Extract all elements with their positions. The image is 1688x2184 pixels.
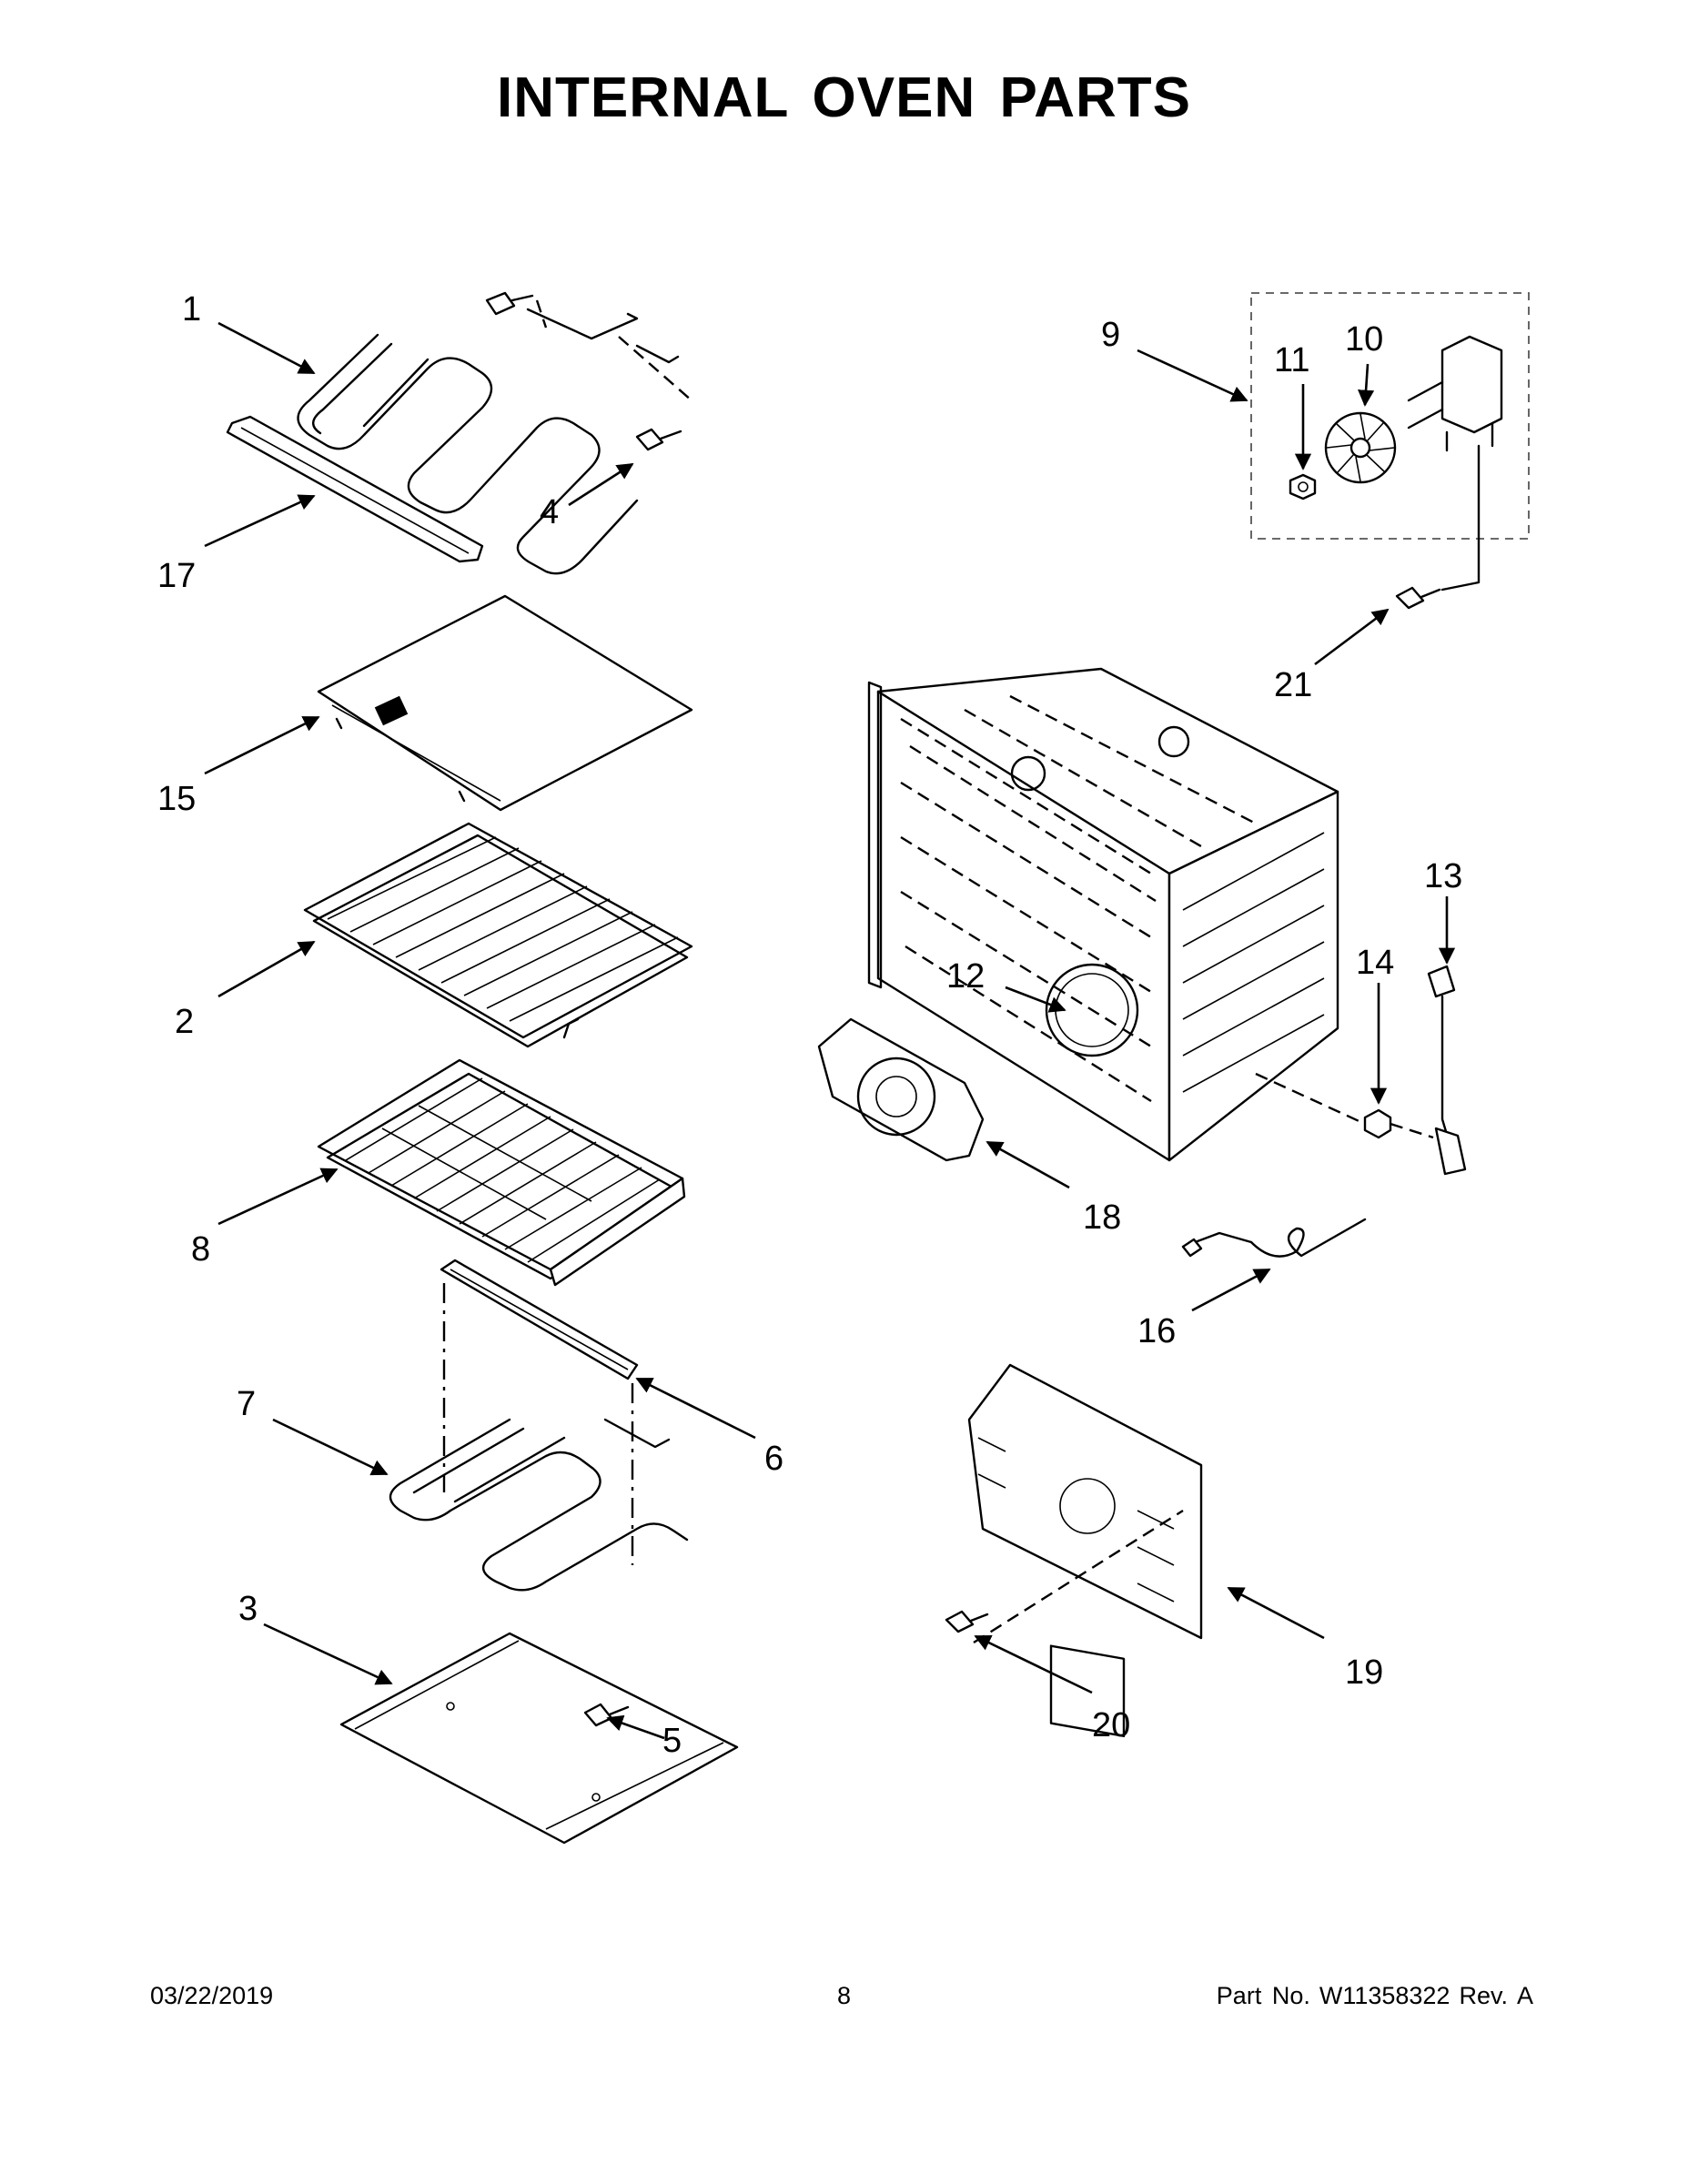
part-15-heat-shield xyxy=(317,594,693,812)
part-3-lower-panel xyxy=(339,1632,739,1845)
callout-8: 8 xyxy=(191,1230,210,1269)
callout-14: 14 xyxy=(1356,944,1394,982)
callout-1: 1 xyxy=(182,290,201,329)
part-6-element-cover xyxy=(440,1259,639,1565)
page-title: INTERNAL OVEN PARTS xyxy=(497,66,1191,129)
callout-13: 13 xyxy=(1424,857,1462,895)
part-19-rear-panel xyxy=(967,1363,1203,1737)
callout-18: 18 xyxy=(1083,1198,1121,1237)
callout-labels: 1 2 3 4 5 6 7 8 9 10 11 12 13 14 15 16 1… xyxy=(157,290,1462,1760)
callout-6: 6 xyxy=(764,1440,783,1478)
callout-2: 2 xyxy=(175,1003,194,1041)
footer-part-info: Part No. W11358322 Rev. A xyxy=(1208,1982,1533,2010)
callout-9: 9 xyxy=(1101,316,1120,354)
part-1-broil-element xyxy=(297,299,692,575)
callout-20: 20 xyxy=(1092,1706,1130,1744)
part-10-fan-blade xyxy=(1324,411,1397,484)
part-14-nut xyxy=(1255,1072,1434,1139)
part-9-motor-assembly-frame xyxy=(1250,292,1530,540)
screw-top xyxy=(485,291,534,316)
callout-12: 12 xyxy=(946,957,985,996)
callout-7: 7 xyxy=(237,1385,256,1423)
oven-cavity xyxy=(867,667,1339,1162)
fan-motor xyxy=(1407,335,1503,592)
leader-arrows xyxy=(204,321,1456,1740)
footer-date: 03/22/2019 xyxy=(150,1982,274,2009)
part-number-label: Part No. xyxy=(1216,1982,1310,2009)
part-13-sensor-harness xyxy=(1427,965,1467,1176)
footer-page-number: 8 xyxy=(836,1982,852,2009)
callout-21: 21 xyxy=(1274,666,1312,704)
part-8-sliding-rack xyxy=(317,1058,686,1287)
part-4-screw xyxy=(635,428,682,451)
part-11-nut xyxy=(1289,473,1317,500)
callout-4: 4 xyxy=(540,493,559,531)
part-18-fan-cover xyxy=(817,1017,985,1162)
callout-19: 19 xyxy=(1345,1653,1383,1692)
callout-17: 17 xyxy=(157,557,196,595)
part-17-trim-strip xyxy=(226,415,484,563)
part-number: W11358322 xyxy=(1319,1982,1450,2009)
callout-15: 15 xyxy=(157,780,196,818)
callout-5: 5 xyxy=(662,1722,682,1760)
part-7-bake-element xyxy=(389,1418,689,1592)
part-21-screw xyxy=(1395,586,1441,610)
part-16-meat-probe xyxy=(1181,1218,1367,1258)
callout-10: 10 xyxy=(1345,320,1383,359)
callout-16: 16 xyxy=(1137,1312,1176,1350)
part-2-oven-rack xyxy=(303,822,693,1048)
revision: Rev. A xyxy=(1459,1982,1533,2009)
callout-3: 3 xyxy=(238,1590,258,1628)
part-20-screw xyxy=(945,1610,989,1633)
callout-11: 11 xyxy=(1274,341,1309,379)
